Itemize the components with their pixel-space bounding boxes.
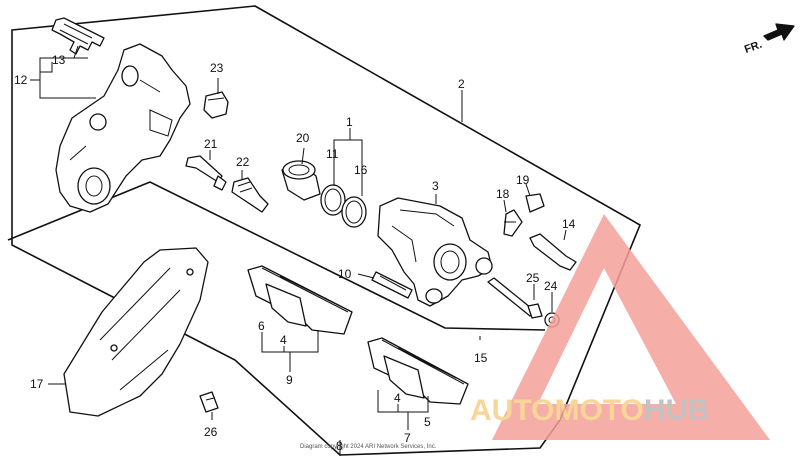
assembly-border <box>11 5 642 456</box>
dust-seal <box>341 196 367 228</box>
caliper-body <box>377 197 493 307</box>
callout-24: 24 <box>544 279 558 293</box>
callout-21: 21 <box>204 137 218 151</box>
callout-26: 26 <box>204 425 218 439</box>
callout-4b: 4 <box>394 391 401 405</box>
copyright-text: Diagram copyright 2024 ARI Network Servi… <box>300 444 437 450</box>
callouts: 1 2 3 4 4 5 6 7 8 9 10 11 12 13 14 15 16… <box>14 53 576 453</box>
callout-3: 3 <box>432 179 439 193</box>
pin-boot <box>231 177 269 213</box>
front-direction-indicator: FR. <box>743 23 795 56</box>
piston-seal <box>320 184 346 216</box>
callout-23: 23 <box>210 61 224 75</box>
watermark-logo: AUTOMOTOHUB <box>470 214 770 440</box>
slide-pin <box>529 233 577 271</box>
svg-text:AUTOMOTOHUB: AUTOMOTOHUB <box>470 394 709 427</box>
callout-22: 22 <box>236 155 250 169</box>
callout-6: 6 <box>258 319 265 333</box>
pads-border <box>7 181 546 331</box>
callout-25: 25 <box>526 271 540 285</box>
front-arrow-icon <box>763 23 795 41</box>
callout-14: 14 <box>562 217 576 231</box>
callout-5: 5 <box>424 415 431 429</box>
bleeder-cap <box>203 91 229 119</box>
callout-17: 17 <box>30 377 44 391</box>
watermark-text-hub: HUB <box>644 394 709 427</box>
callout-11: 11 <box>326 147 339 161</box>
brake-pads-lower <box>367 337 469 405</box>
callout-4a: 4 <box>280 333 287 347</box>
caliper-guard <box>63 247 209 417</box>
watermark-triangle-icon <box>492 214 770 440</box>
callout-9: 9 <box>286 373 293 387</box>
bleed-cap <box>525 193 545 213</box>
pad-pin <box>487 277 543 319</box>
callout-15: 15 <box>474 351 488 365</box>
callout-19: 19 <box>516 173 530 187</box>
bleed-valve <box>503 209 523 237</box>
callout-8: 8 <box>336 439 343 453</box>
guard-bolt <box>199 391 219 413</box>
pin-bolt <box>185 155 227 191</box>
watermark-text-main: AUTOMOTO <box>470 394 644 427</box>
callout-1: 1 <box>346 115 353 129</box>
callout-12: 12 <box>14 73 28 87</box>
brake-pads-upper <box>247 265 353 335</box>
callout-7: 7 <box>404 431 411 445</box>
leader-lines <box>30 45 567 456</box>
pad-spring <box>51 17 105 55</box>
callout-18: 18 <box>496 187 510 201</box>
direction-label: FR. <box>743 39 764 56</box>
caliper-bracket <box>55 43 191 213</box>
piston <box>281 160 321 201</box>
callout-2: 2 <box>458 77 465 91</box>
callout-13: 13 <box>52 53 66 67</box>
callout-16: 16 <box>354 163 368 177</box>
callout-20: 20 <box>296 131 310 145</box>
callout-10: 10 <box>338 267 352 281</box>
